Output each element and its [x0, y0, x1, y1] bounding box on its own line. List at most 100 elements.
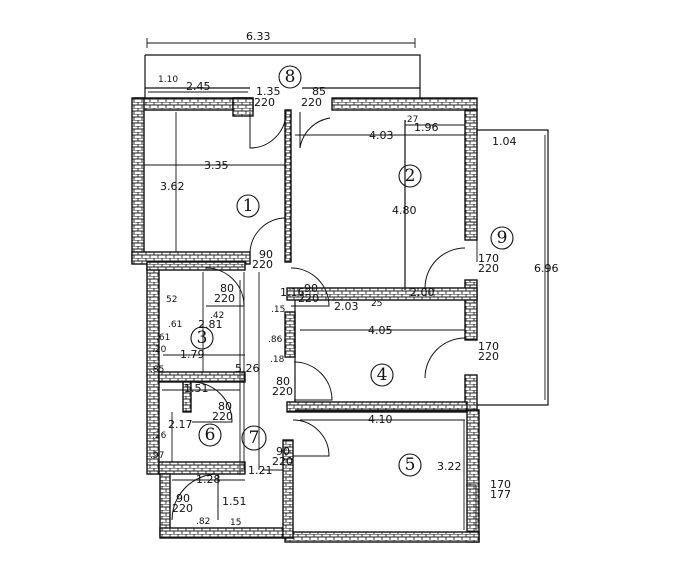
dim-5-26: 5.26 [235, 362, 260, 375]
dim-15: .15 [271, 305, 285, 315]
room-label-1: 1 [236, 194, 260, 218]
dim-15b: 15 [230, 518, 241, 528]
wall-h-4-5 [286, 401, 468, 413]
dim-177: 177 [490, 488, 511, 501]
dim-3-22: 3.22 [437, 460, 462, 473]
dim-90-b: 90 [304, 282, 318, 295]
dim-18: .18 [270, 355, 285, 365]
dim-4-03: 4.03 [369, 129, 394, 142]
room-label-9: 9 [490, 226, 514, 250]
wall-h-3b [158, 371, 246, 383]
dim-220-b: 220 [301, 96, 322, 109]
wall-top-right [331, 97, 478, 111]
dim-80-a: 80 [220, 282, 234, 295]
room-label-4: 4 [370, 363, 394, 387]
dim-4-10: 4.10 [368, 413, 393, 426]
dim-1-28: 1.28 [196, 473, 221, 486]
dim-220-j: 220 [272, 455, 293, 468]
dim-6-96: 6.96 [534, 262, 559, 275]
dim-2-17: 2.17 [168, 418, 193, 431]
svg-text:2: 2 [405, 166, 416, 186]
dim-220-i: 220 [212, 410, 233, 423]
dim-97: .97 [150, 451, 164, 461]
door-2 [290, 267, 330, 307]
door-5 [292, 419, 330, 457]
dim-1-51-a: 1.51 [184, 382, 209, 395]
room-label-5: 5 [398, 453, 422, 477]
dim-220-e: 220 [214, 292, 235, 305]
wall-v-4 [284, 311, 296, 358]
dim-85: 85 [312, 85, 326, 98]
wall-left-corridor [159, 473, 171, 537]
dim-4-05: 4.05 [368, 324, 393, 337]
dim-2-03: 2.03 [334, 300, 359, 313]
dim-6-33: 6.33 [246, 30, 271, 43]
dim-90-a: 90 [259, 248, 273, 261]
dim-170-c: 170 [490, 478, 511, 491]
room-label-8: 8 [278, 65, 302, 89]
dim-90-c: 90 [276, 445, 290, 458]
dim-220-d: 220 [478, 262, 499, 275]
room-label-6: 6 [198, 423, 222, 447]
door-3 [205, 267, 245, 307]
dim-20: .20 [152, 345, 167, 355]
doors [171, 111, 466, 521]
room-label-2: 2 [398, 164, 422, 188]
door-4-right [424, 337, 466, 379]
wall-right-5 [466, 409, 480, 543]
wall-h-8 [232, 97, 254, 117]
dim-1-79: 1.79 [180, 348, 205, 361]
wall-v-corridor-r [282, 439, 294, 539]
wall-h-6 [158, 461, 246, 475]
dim-220-g: 220 [478, 350, 499, 363]
dim-220-a: 220 [254, 96, 275, 109]
svg-text:4: 4 [377, 365, 388, 385]
dim-220-k: 220 [172, 502, 193, 515]
dim-220-c: 220 [252, 258, 273, 271]
dim-61: .61 [168, 320, 182, 330]
wall-bottom [159, 527, 289, 539]
dim-3-35: 3.35 [204, 159, 229, 172]
dim-1-04: 1.04 [492, 135, 517, 148]
dim-1-21: 1.21 [248, 464, 273, 477]
svg-text:5: 5 [405, 455, 416, 475]
dim-1-51-b: 1.51 [222, 495, 247, 508]
dim-2-81: 2.81 [198, 318, 223, 331]
dim-170-a: 170 [478, 252, 499, 265]
wall-v-6 [182, 381, 192, 413]
dim-27: .27 [404, 115, 418, 125]
dim-220-h: 220 [272, 385, 293, 398]
room-label-7: 7 [241, 425, 267, 451]
dim-61b: .61 [156, 333, 170, 343]
dim-170-b: 170 [478, 340, 499, 353]
dim-26: .26 [152, 431, 167, 441]
door-4 [293, 361, 333, 401]
dim-42: .42 [210, 311, 224, 321]
door-6 [191, 381, 233, 423]
svg-text:7: 7 [249, 428, 260, 448]
dim-52: 52 [166, 295, 177, 305]
room-labels: 1 2 3 4 5 6 7 8 [190, 65, 514, 477]
door-9 [424, 247, 466, 289]
dim-3-62: 3.62 [160, 180, 185, 193]
dim-2-45: 2.45 [186, 80, 211, 93]
dim-2-00: 2.00 [410, 286, 435, 299]
dim-80-b: 80 [276, 375, 290, 388]
wall-left-1 [131, 97, 145, 264]
dimension-labels: 6.33 1.10 2.45 1.35 220 85 220 4.03 1.96… [150, 30, 559, 528]
dimension-lines [144, 38, 546, 530]
wall-bottom-5 [284, 531, 480, 543]
dim-1-10: 1.10 [158, 75, 178, 85]
wall-right-upper [464, 109, 478, 241]
svg-text:6: 6 [205, 425, 216, 445]
svg-text:9: 9 [497, 228, 508, 248]
dim-4-80: 4.80 [392, 204, 417, 217]
dim-86: .86 [268, 335, 283, 345]
dim-1-35: 1.35 [256, 85, 281, 98]
wall-h-3a [146, 261, 246, 271]
dim-80-c: 80 [218, 400, 232, 413]
wall-partition-1-2 [284, 109, 292, 263]
dim-85b: .85 [150, 365, 164, 375]
door-1 [249, 217, 287, 255]
dim-1-96: 1.96 [414, 121, 439, 134]
